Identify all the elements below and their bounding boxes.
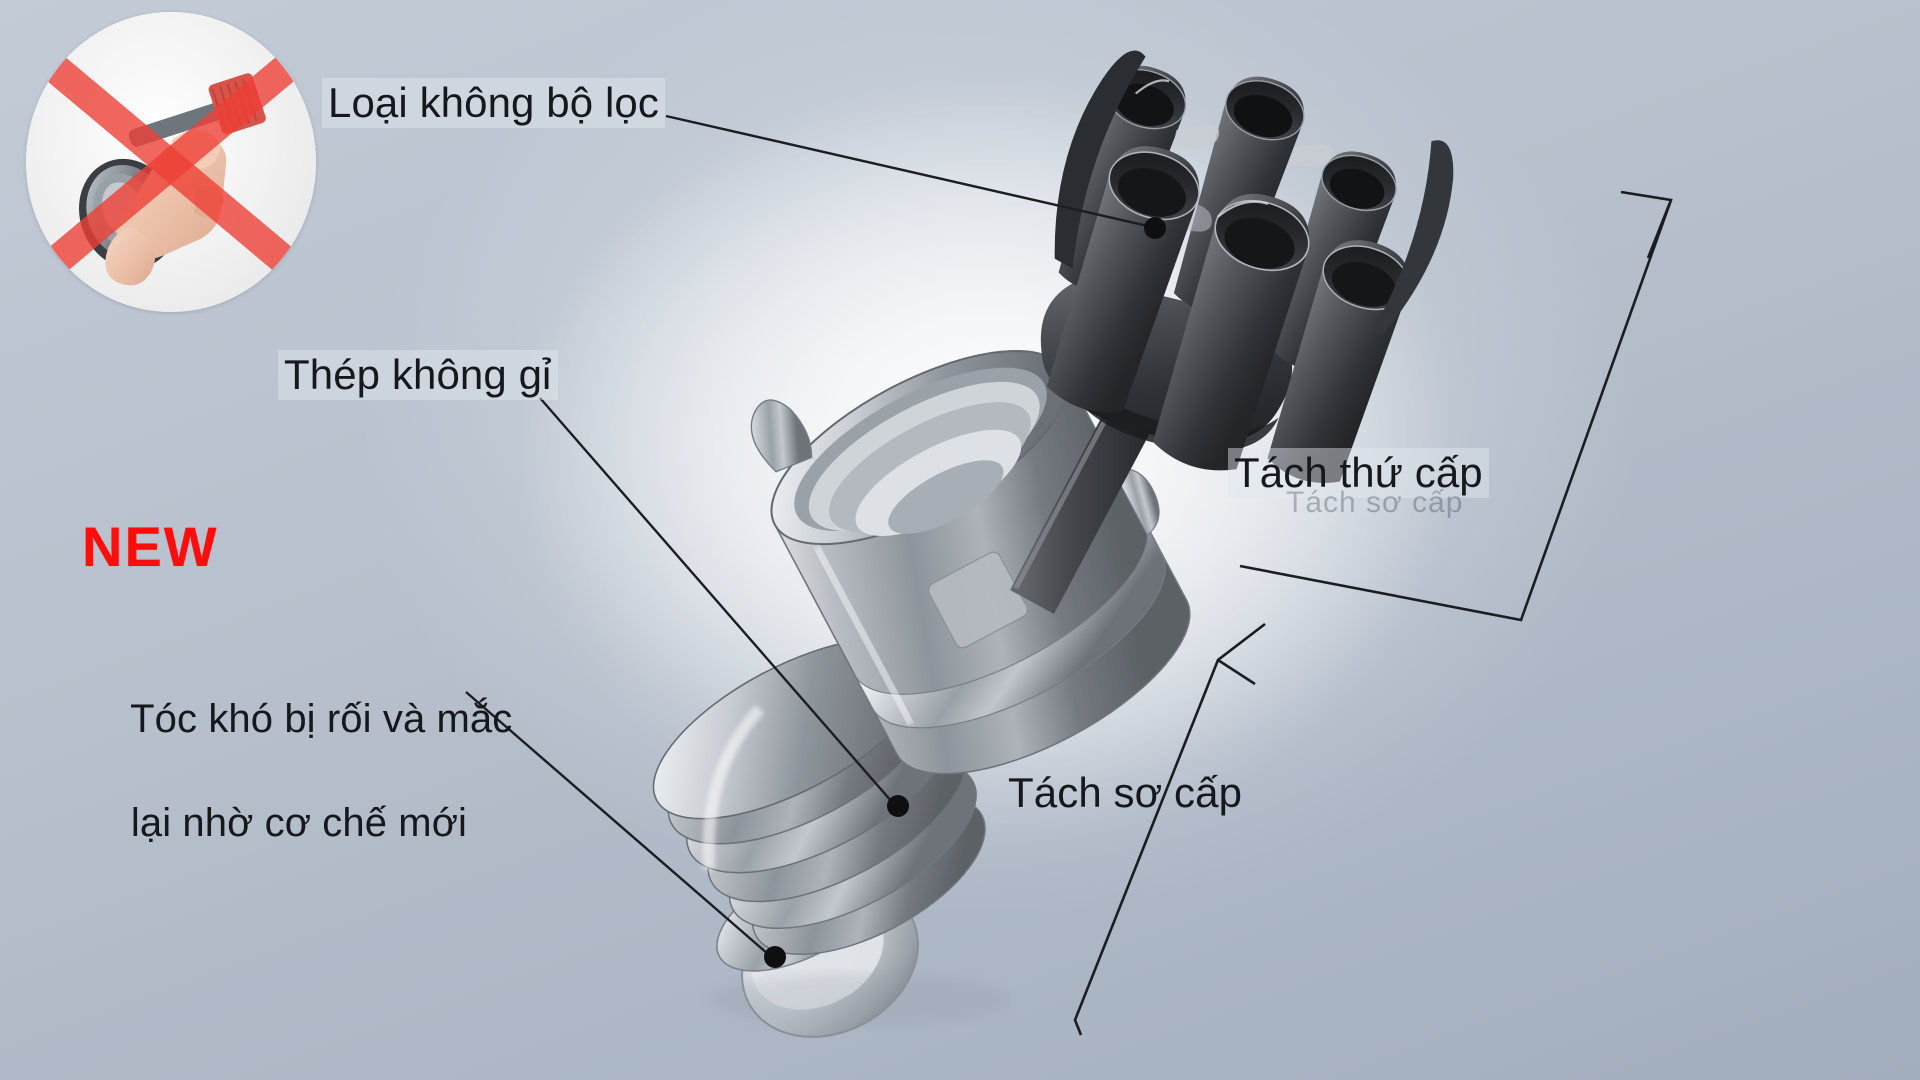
bracket-secondary [1239,190,1673,622]
leader-no-filter [665,114,1166,239]
bracket-label-secondary-separation: Tách thứ cấp [1228,448,1489,498]
callout-label-no-filter: Loại không bộ lọc [322,78,665,128]
bracket-primary [1073,622,1266,1036]
callout-label-hair-mechanism: Tóc khó bị rối và mắc lại nhờ cơ chế mới [80,640,518,902]
callout-label-hair-line2: lại nhờ cơ chế mới [130,801,468,845]
callout-label-stainless-steel: Thép không gỉ [278,350,558,400]
red-x-cross-icon [26,12,316,312]
no-filter-comparison-thumbnail [26,12,316,312]
callout-label-hair-line1: Tóc khó bị rối và mắc [130,697,513,741]
leader-hair [465,691,786,968]
leader-stainless [539,397,909,817]
new-badge: NEW [82,515,219,578]
ghost-artifact-text: Tách sơ cấp [1286,486,1464,519]
bracket-label-primary-separation: Tách sơ cấp [1008,769,1243,816]
